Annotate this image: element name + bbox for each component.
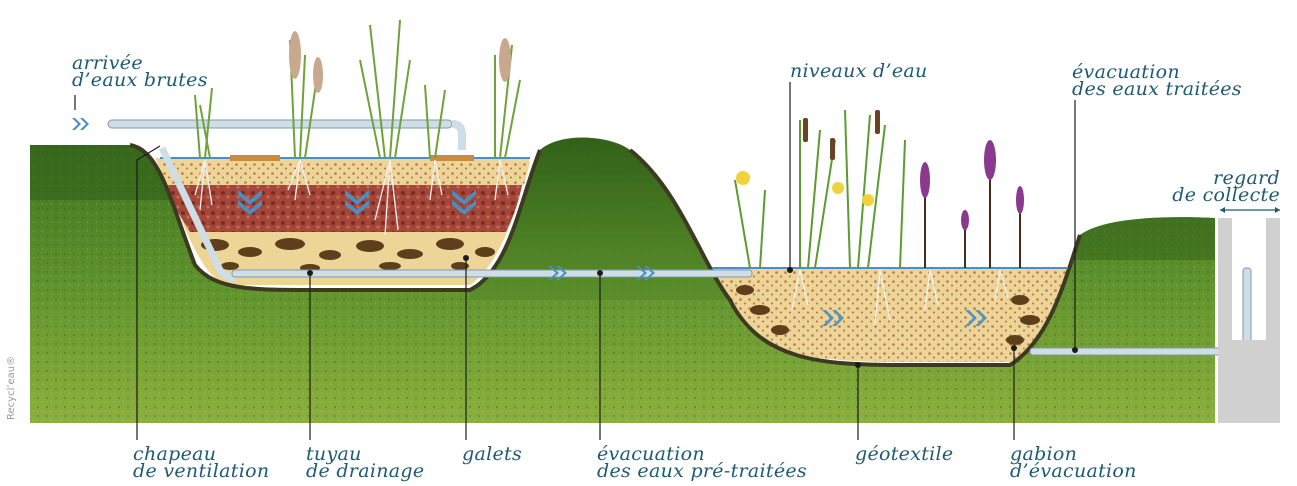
credit-text: Recycl’eau® (6, 356, 17, 420)
yellow-irises (736, 171, 874, 206)
wetland-plants (735, 110, 905, 268)
reeds (195, 20, 520, 158)
purple-loosestrife (920, 140, 1024, 268)
label-pebbles: galets (462, 446, 522, 463)
label-water-levels: niveaux d’eau (790, 63, 928, 80)
label-geotextile: géotextile (855, 446, 953, 463)
reed-plumes (289, 31, 511, 93)
